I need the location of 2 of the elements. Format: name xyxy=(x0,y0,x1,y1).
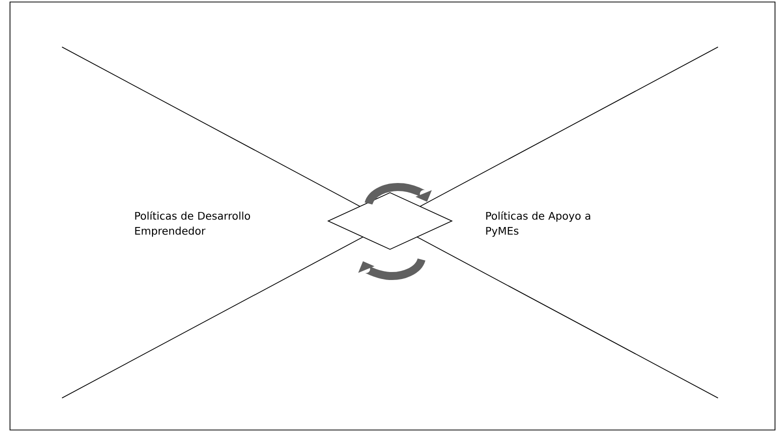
label: Políticas de Apoyo a PyMEs xyxy=(486,211,590,237)
label: Políticas de Desarrollo Emprendedor xyxy=(135,211,250,237)
